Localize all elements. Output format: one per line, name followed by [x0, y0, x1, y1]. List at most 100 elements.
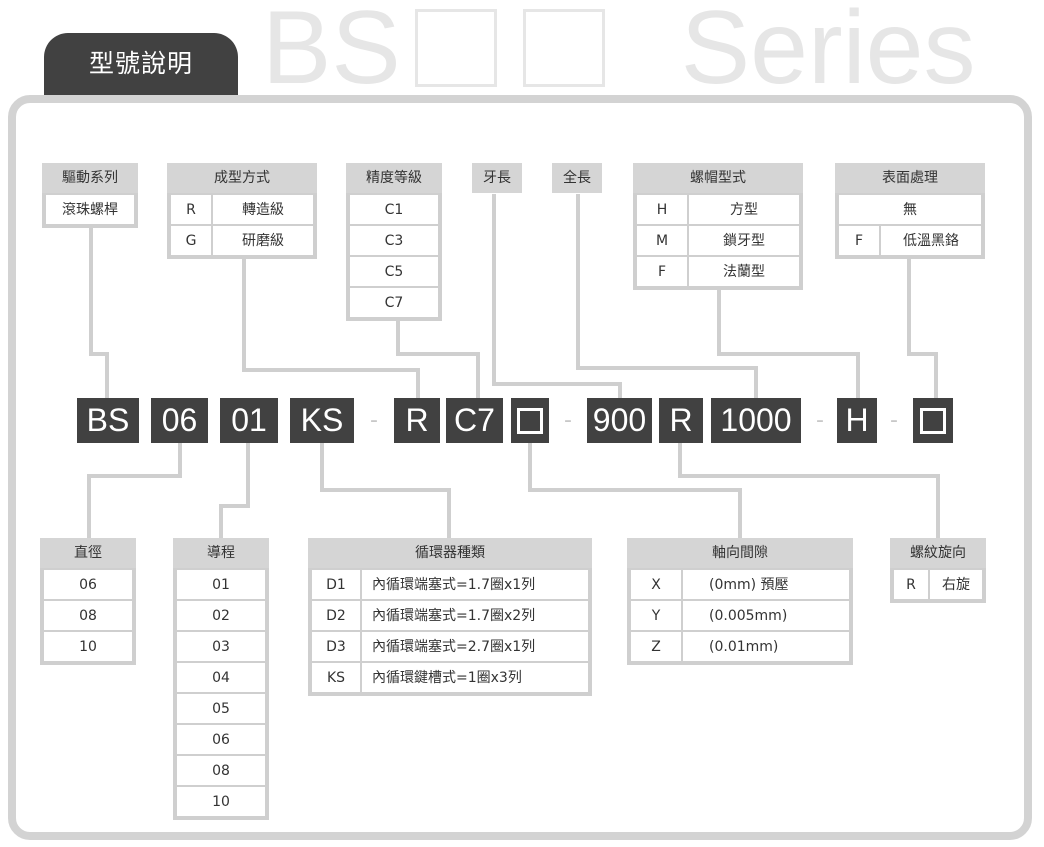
- table-row: 04: [177, 661, 265, 692]
- series-placeholder-box-1: [414, 9, 497, 87]
- table-row: 06: [177, 723, 265, 754]
- row-desc: 右旋: [942, 577, 970, 593]
- table-row: G 研磨級: [171, 224, 313, 255]
- row-code: D1: [312, 570, 362, 599]
- row-desc: 轉造級: [242, 202, 284, 218]
- thread-length-label: 牙長: [472, 163, 522, 193]
- line-circulation: [320, 443, 451, 538]
- axial-clearance-header: 軸向間隙: [627, 538, 853, 568]
- code-circulation: KS: [290, 398, 354, 443]
- line-surface: [907, 254, 938, 398]
- row-desc: 研磨級: [242, 233, 284, 249]
- drive-series-table: 驅動系列 滾珠螺桿: [42, 163, 138, 228]
- table-row: D2 內循環端塞式=1.7圈x2列: [312, 599, 588, 630]
- row-code: R: [171, 195, 213, 224]
- row-code: D3: [312, 632, 362, 661]
- row-desc: 內循環端塞式=2.7圈x1列: [372, 639, 536, 655]
- code-grade: C7: [446, 398, 503, 443]
- line-thread-length: [492, 194, 622, 398]
- diameter-header: 直徑: [40, 538, 136, 568]
- line-grade: [396, 315, 480, 398]
- table-row: C5: [350, 255, 438, 286]
- code-clearance-placeholder: [511, 398, 549, 443]
- code-dash: -: [816, 408, 824, 433]
- surface-treatment-header: 表面處理: [835, 163, 985, 193]
- table-row: D3 內循環端塞式=2.7圈x1列: [312, 630, 588, 661]
- row-value: 10: [212, 794, 230, 810]
- code-forming: R: [394, 398, 440, 443]
- placeholder-box-icon: [517, 407, 543, 434]
- code-diameter: 06: [151, 398, 208, 443]
- line-direction: [678, 443, 940, 538]
- row-code: M: [637, 226, 689, 255]
- row-code: F: [637, 257, 689, 286]
- row-value: C7: [384, 295, 404, 311]
- line-nut: [717, 285, 860, 398]
- table-row: 10: [177, 785, 265, 816]
- row-desc: 低溫黑鉻: [903, 233, 959, 249]
- row-code: H: [637, 195, 689, 224]
- table-row: 03: [177, 630, 265, 661]
- row-value: 04: [212, 670, 230, 686]
- row-desc: (0.01mm): [709, 639, 779, 655]
- axial-clearance-table: 軸向間隙 X(0mm) 預壓 Y(0.005mm) Z(0.01mm): [627, 538, 853, 665]
- code-surface-placeholder: [913, 398, 953, 443]
- table-row: 08: [177, 754, 265, 785]
- row-value: 08: [212, 763, 230, 779]
- table-row: C1: [350, 193, 438, 224]
- total-length-label: 全長: [552, 163, 602, 193]
- content-frame: [8, 95, 1032, 840]
- code-dash: -: [564, 408, 572, 433]
- nut-type-header: 螺帽型式: [633, 163, 803, 193]
- diameter-table: 直徑 06 08 10: [40, 538, 136, 665]
- row-value: 06: [212, 732, 230, 748]
- table-row: 10: [44, 630, 132, 661]
- row-code: Z: [631, 632, 683, 661]
- row-code: KS: [312, 663, 362, 692]
- row-value: C3: [384, 233, 404, 249]
- table-row: D1 內循環端塞式=1.7圈x1列: [312, 568, 588, 599]
- series-placeholder-box-2: [522, 9, 605, 87]
- line-clearance: [528, 443, 742, 538]
- row-desc: (0mm) 預壓: [709, 577, 789, 593]
- series-prefix: BS: [262, 0, 401, 106]
- placeholder-box-icon: [920, 407, 946, 434]
- lead-header: 導程: [173, 538, 269, 568]
- row-value: 06: [79, 577, 97, 593]
- row-value: 10: [79, 639, 97, 655]
- precision-grade-table: 精度等級 C1 C3 C5 C7: [346, 163, 442, 321]
- section-tab: 型號說明: [44, 33, 238, 95]
- table-row: C7: [350, 286, 438, 317]
- drive-series-value: 滾珠螺桿: [62, 202, 118, 218]
- line-lead: [219, 443, 250, 538]
- row-value: 01: [212, 577, 230, 593]
- forming-method-header: 成型方式: [167, 163, 317, 193]
- drive-series-header: 驅動系列: [42, 163, 138, 193]
- code-thread-length: 900: [587, 398, 652, 443]
- table-row: X(0mm) 預壓: [631, 568, 849, 599]
- row-code: G: [171, 226, 213, 255]
- line-diameter: [87, 443, 182, 538]
- row-desc: 內循環端塞式=1.7圈x1列: [372, 577, 536, 593]
- row-value: 03: [212, 639, 230, 655]
- row-value: 02: [212, 608, 230, 624]
- row-desc: (0.005mm): [709, 608, 788, 624]
- line-drive: [89, 224, 109, 398]
- row-code: D2: [312, 601, 362, 630]
- thread-direction-header: 螺紋旋向: [890, 538, 986, 568]
- line-total-length: [576, 194, 758, 398]
- table-row: 06: [44, 568, 132, 599]
- code-direction: R: [659, 398, 703, 443]
- code-nut: H: [837, 398, 877, 443]
- table-row: 08: [44, 599, 132, 630]
- series-suffix: Series: [680, 0, 976, 106]
- row-desc: 內循環端塞式=1.7圈x2列: [372, 608, 536, 624]
- code-dash: -: [890, 408, 898, 433]
